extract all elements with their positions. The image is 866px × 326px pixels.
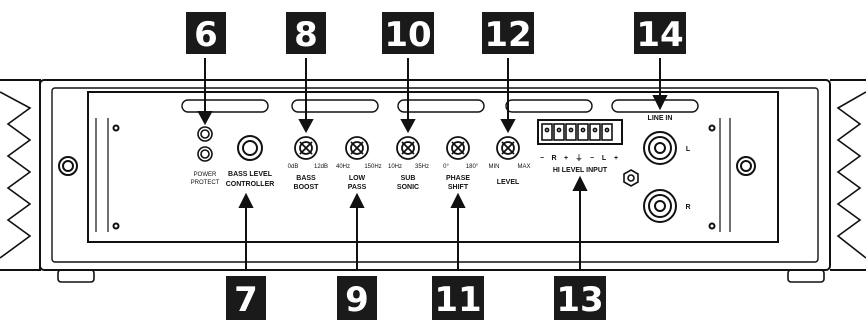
- phase-max: 180°: [466, 164, 479, 170]
- rca-jacks[interactable]: [643, 131, 677, 223]
- sub-sonic-label-1: SUB: [401, 175, 416, 182]
- sub-sonic-max: 35Hz: [415, 164, 429, 170]
- terminal-mark: +: [614, 155, 618, 162]
- bass-level-label-2: CONTROLLER: [226, 181, 275, 188]
- callout-number: 13: [556, 280, 603, 320]
- phase-label-1: PHASE: [446, 175, 470, 182]
- hi-level-terminal-block[interactable]: [537, 119, 623, 145]
- callout-10: 10: [382, 12, 434, 55]
- callout-14: 14: [634, 12, 686, 55]
- phase-label-2: SHIFT: [448, 184, 469, 191]
- terminal-mark: ⏚: [576, 154, 583, 162]
- callout-number: 10: [384, 15, 431, 55]
- level-max: MAX: [517, 164, 530, 170]
- level-label: LEVEL: [497, 179, 520, 186]
- knobs: [294, 136, 520, 160]
- callout-12: 12: [482, 12, 534, 55]
- terminal-mark: +: [564, 155, 568, 162]
- sub-sonic-min: 10Hz: [388, 164, 402, 170]
- sub-sonic-knob[interactable]: [396, 136, 420, 160]
- terminal-mark: R: [551, 155, 556, 162]
- chassis: [0, 79, 866, 283]
- terminal-mark: L: [602, 155, 607, 162]
- power-label: POWER: [194, 172, 217, 178]
- hi-level-input-label: HI LEVEL INPUT: [553, 167, 608, 174]
- callout-number: 9: [345, 280, 369, 320]
- bass-level-label-1: BASS LEVEL: [228, 171, 273, 178]
- callout-number: 12: [484, 15, 531, 55]
- bass-boost-label-2: BOOST: [294, 184, 320, 191]
- low-pass-label-1: LOW: [349, 175, 366, 182]
- callout-number: 6: [194, 15, 218, 55]
- bass-boost-label-1: BASS: [296, 175, 316, 182]
- callout-6: 6: [186, 12, 226, 55]
- level-min: MIN: [489, 164, 500, 170]
- bass-level-jack: [237, 135, 263, 161]
- low-pass-max: 150Hz: [364, 164, 381, 170]
- line-in-label: LINE IN: [648, 115, 673, 122]
- bass-boost-min: 0dB: [288, 164, 299, 170]
- low-pass-knob[interactable]: [345, 136, 369, 160]
- level-knob[interactable]: [496, 136, 520, 160]
- callout-number: 14: [636, 15, 683, 55]
- callout-7: 7: [226, 276, 266, 320]
- terminal-mark: −: [540, 155, 544, 162]
- callout-13: 13: [554, 276, 606, 320]
- bass-boost-max: 12dB: [314, 164, 328, 170]
- line-in-r-label: R: [685, 204, 690, 211]
- low-pass-min: 40Hz: [336, 164, 350, 170]
- callout-number: 11: [434, 280, 481, 320]
- callout-arrows: [197, 58, 668, 270]
- bass-boost-knob[interactable]: [294, 136, 318, 160]
- phase-min: 0°: [443, 164, 449, 170]
- callout-8: 8: [286, 12, 326, 55]
- callout-number: 7: [234, 280, 258, 320]
- low-pass-label-2: PASS: [348, 184, 367, 191]
- phase-shift-knob[interactable]: [446, 136, 470, 160]
- callout-number: 8: [294, 15, 318, 55]
- callout-11: 11: [432, 276, 484, 320]
- callout-9: 9: [337, 276, 377, 320]
- sub-sonic-label-2: SONIC: [397, 184, 419, 191]
- terminal-marks: − R + ⏚ − L +: [540, 154, 618, 162]
- led-indicators: [197, 126, 213, 162]
- ground-screw: [623, 169, 639, 187]
- terminal-mark: −: [590, 155, 594, 162]
- protect-label: PROTECT: [191, 180, 220, 186]
- line-in-l-label: L: [686, 146, 691, 153]
